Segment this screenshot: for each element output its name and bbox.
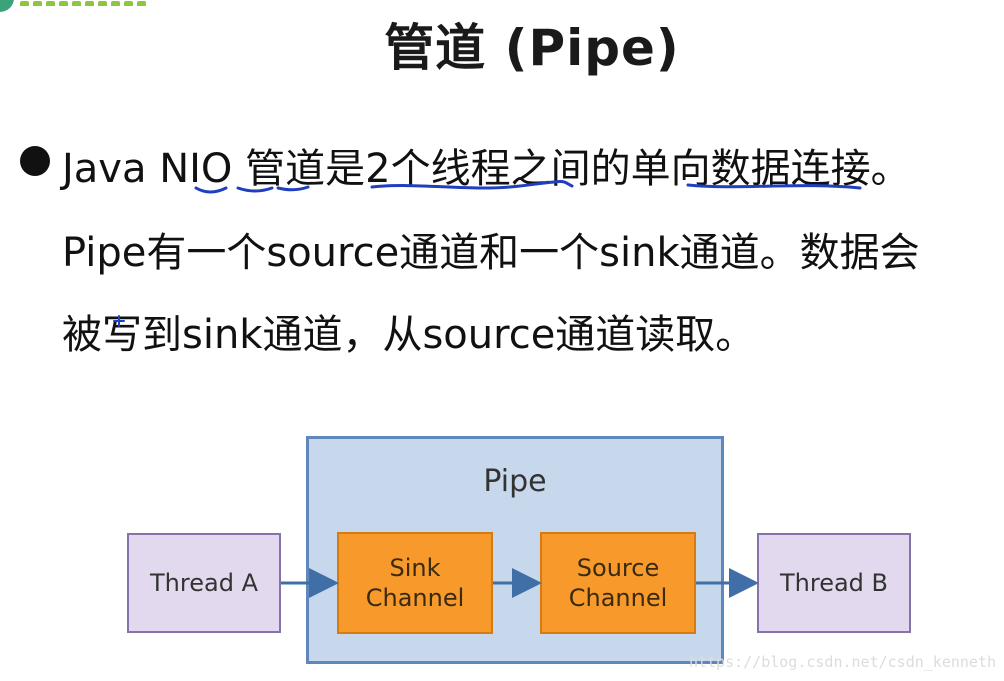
- pipe-label: Pipe: [483, 464, 547, 499]
- watermark: https://blog.csdn.net/csdn_kenneth: [688, 653, 996, 671]
- body-line-2: Pipe有一个source通道和一个sink通道。数据会: [62, 230, 920, 276]
- page-title: 管道 (Pipe): [384, 19, 680, 77]
- thread-b-box: Thread B: [757, 533, 911, 633]
- logo-text-fragment: [20, 0, 170, 6]
- thread-a-box: Thread A: [127, 533, 281, 633]
- source-channel-box: Source Channel: [540, 532, 696, 634]
- body-line-3: 被写到sink通道，从source通道读取。: [62, 312, 756, 358]
- bullet-point: [20, 146, 50, 176]
- body-line-1: Java NIO 管道是2个线程之间的单向数据连接。: [62, 146, 911, 192]
- sink-channel-box: Sink Channel: [337, 532, 493, 634]
